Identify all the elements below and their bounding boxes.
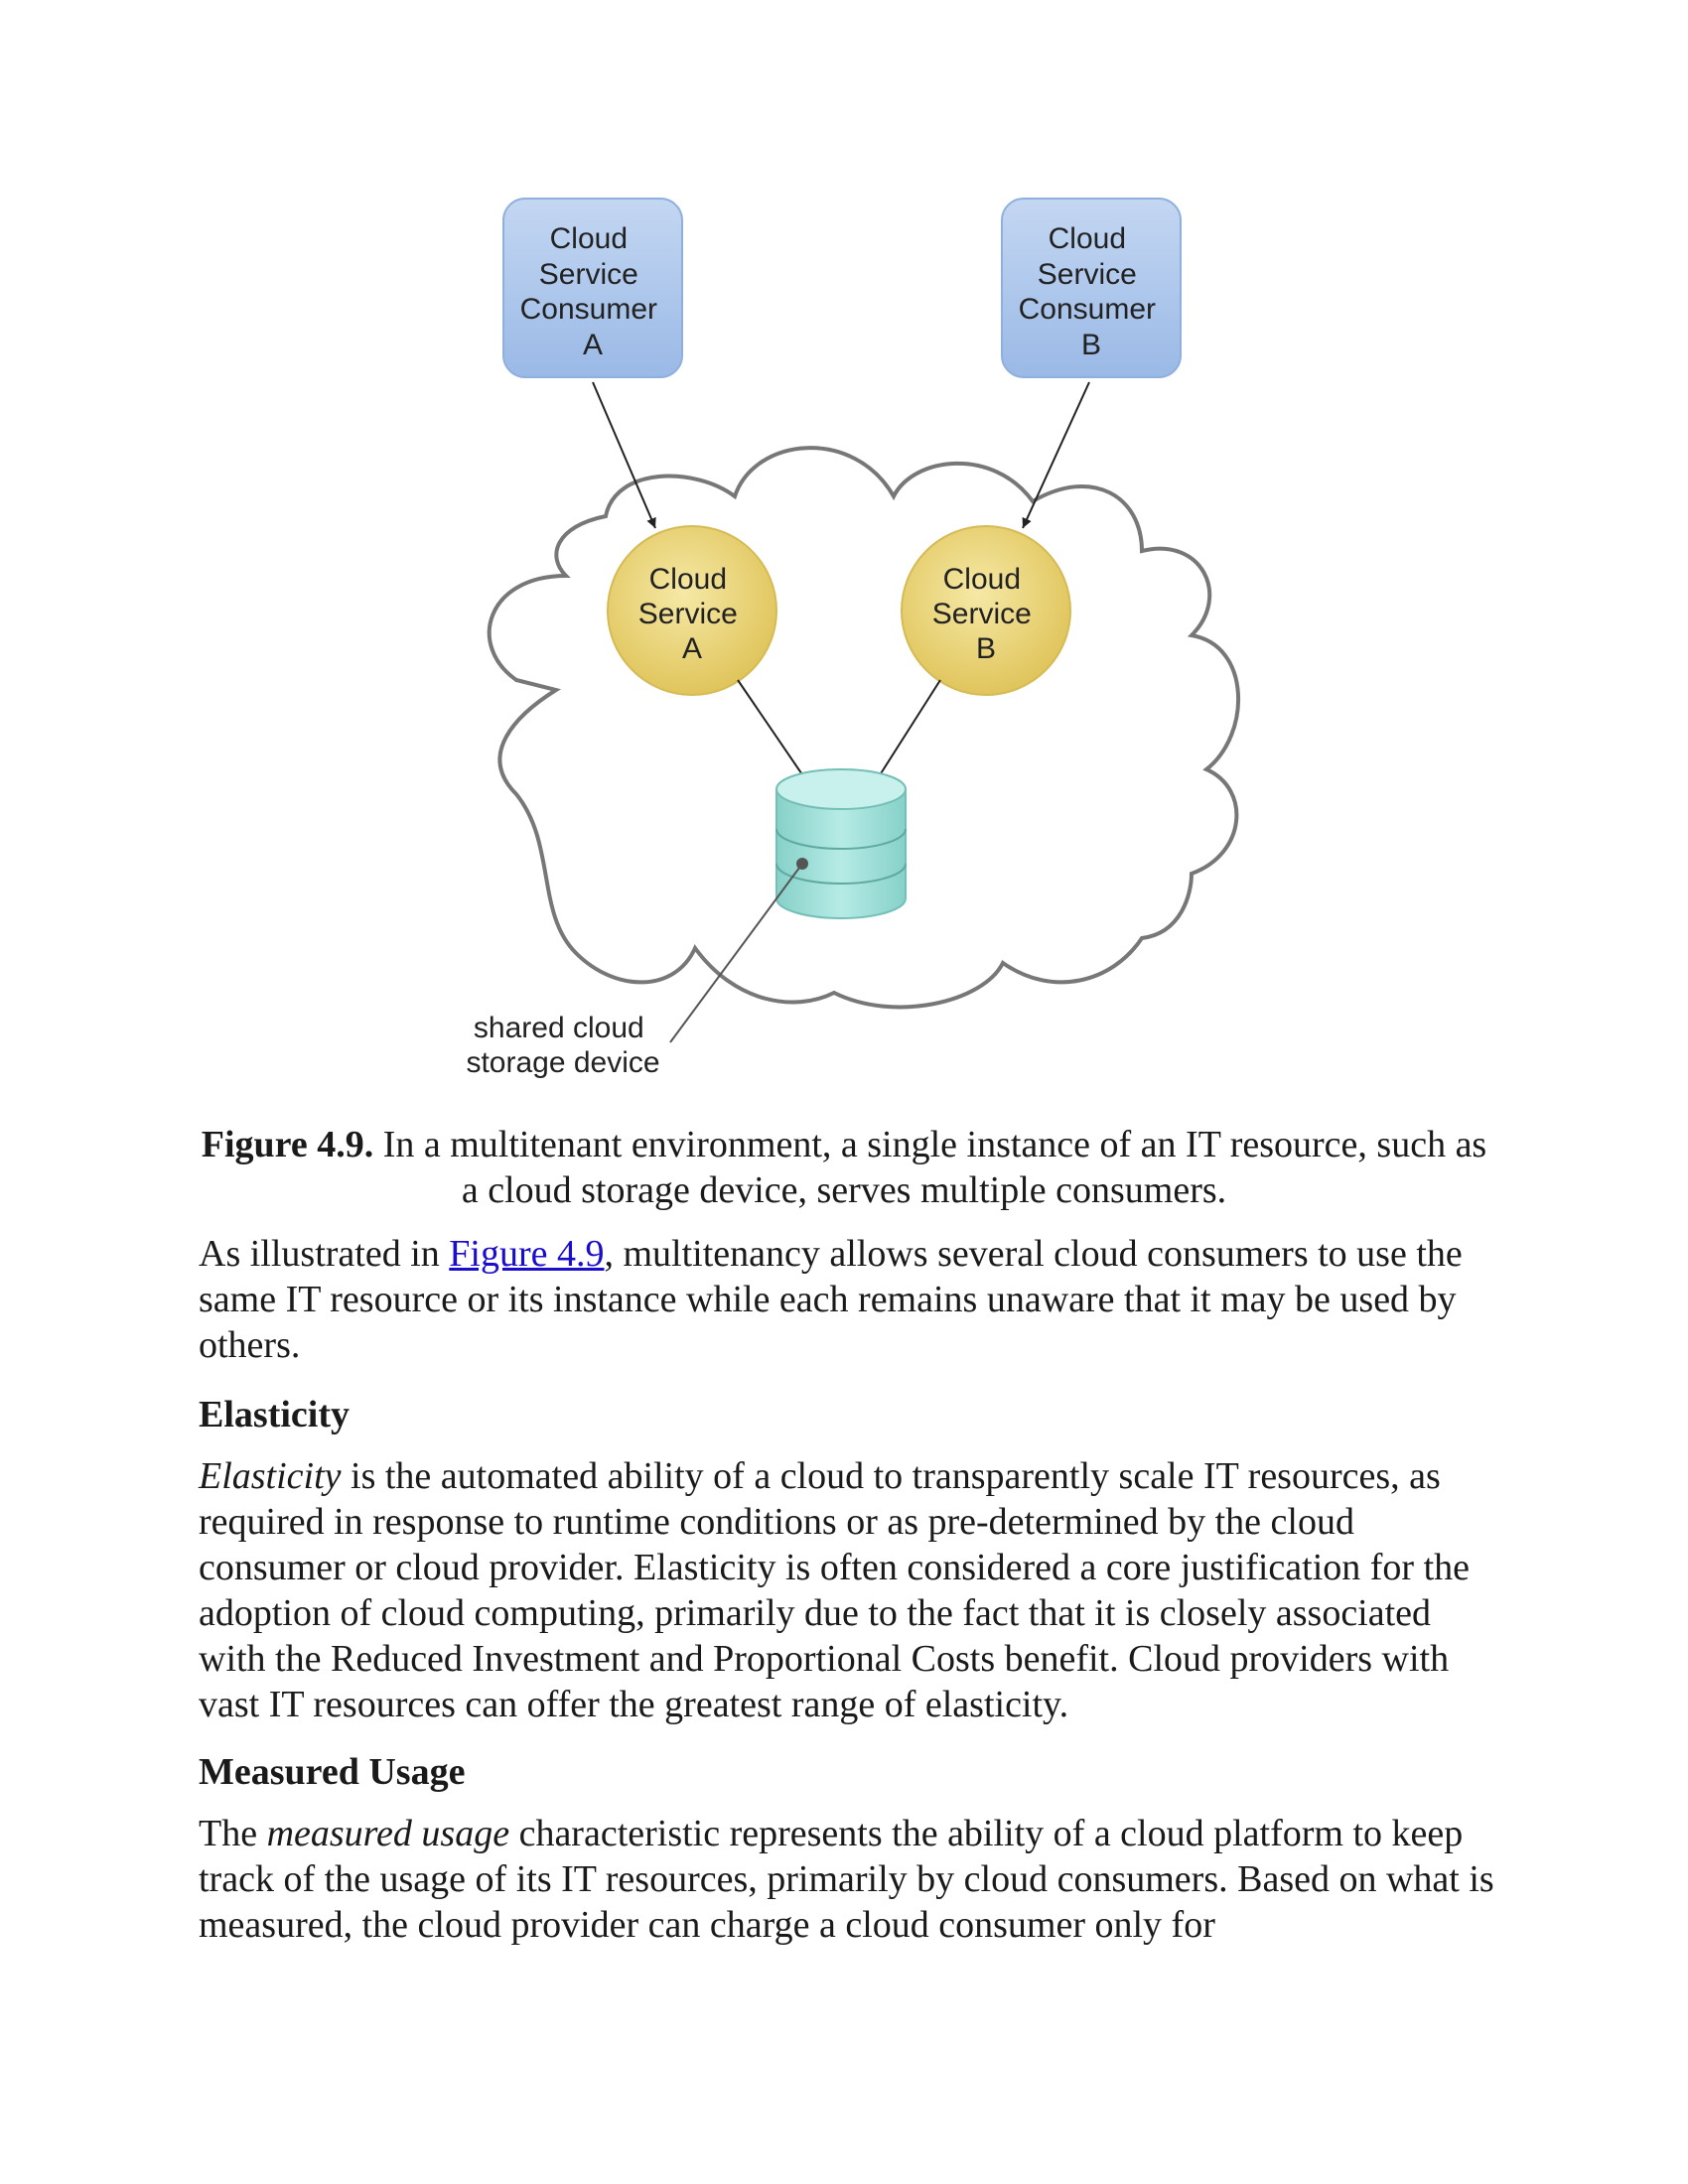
multitenancy-diagram: Cloud Service Consumer A Cloud Service C… [466, 198, 1241, 1079]
storage-label: shared cloud storage device [466, 1012, 659, 1079]
figure-caption-label: Figure 4.9. [201, 1124, 374, 1165]
cloud-service-b: Cloud Service B [901, 525, 1071, 696]
figure-caption-text: In a multitenant environment, a single i… [382, 1124, 1487, 1211]
shared-storage-device-icon [775, 768, 907, 919]
measured-usage-paragraph: The measured usage characteristic repres… [199, 1811, 1499, 1948]
cloud-service-consumer-b: Cloud Service Consumer B [1001, 198, 1182, 378]
intro-paragraph: As illustrated in Figure 4.9, multitenan… [199, 1231, 1499, 1368]
elasticity-heading: Elasticity [199, 1394, 350, 1435]
cloud-service-a: Cloud Service A [607, 525, 777, 696]
consumer-a-label: Cloud Service Consumer A [520, 222, 666, 361]
arrow-service-a-to-storage [737, 679, 813, 790]
service-b-label: Cloud Service B [932, 563, 1040, 665]
arrow-service-b-to-storage [870, 679, 941, 790]
intro-text-before: As illustrated in [199, 1233, 450, 1275]
arrow-consumer-a-to-service-a [592, 381, 656, 529]
measured-usage-before: The [199, 1813, 267, 1854]
figure-caption: Figure 4.9. In a multitenant environment… [199, 1122, 1489, 1213]
consumer-b-label: Cloud Service Consumer B [1019, 222, 1165, 361]
arrow-consumer-b-to-service-b [1022, 381, 1090, 529]
elasticity-text: is the automated ability of a cloud to t… [199, 1455, 1470, 1725]
storage-callout-line [669, 863, 803, 1043]
service-a-label: Cloud Service A [638, 563, 746, 665]
measured-usage-text: characteristic represents the ability of… [199, 1813, 1494, 1946]
cloud-service-consumer-a: Cloud Service Consumer A [502, 198, 683, 378]
elasticity-paragraph: Elasticity is the automated ability of a… [199, 1453, 1499, 1727]
cloud-outline [487, 446, 1241, 1010]
elasticity-term: Elasticity [199, 1455, 342, 1497]
measured-usage-term: measured usage [266, 1813, 510, 1854]
measured-usage-heading: Measured Usage [199, 1751, 466, 1793]
figure-link[interactable]: Figure 4.9 [449, 1233, 605, 1275]
intro-text-after: , multitenancy allows several cloud cons… [199, 1233, 1463, 1366]
